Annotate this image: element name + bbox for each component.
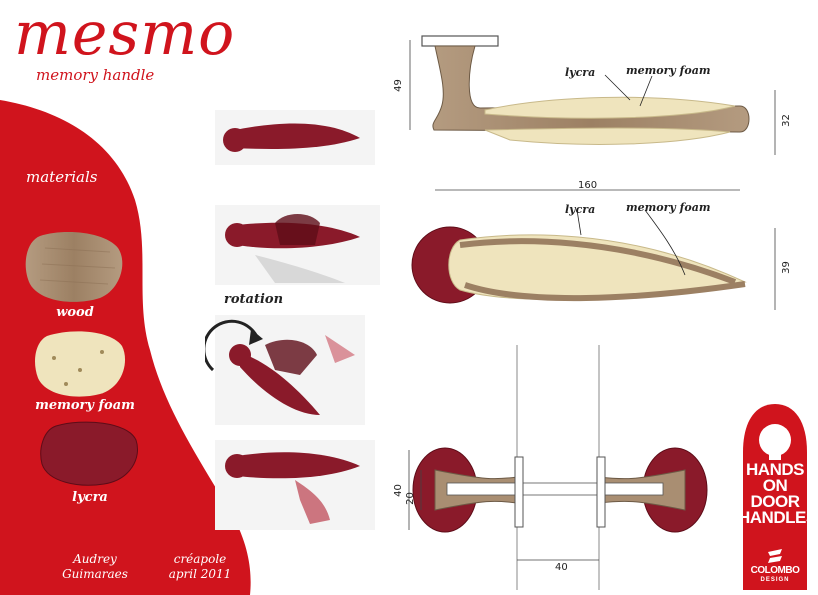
colombo-logo-icon <box>768 549 782 563</box>
dim-width: 39 <box>780 261 792 274</box>
brand-title: mesmo <box>14 0 236 69</box>
sign-text: HANDS ON DOOR HANDLES <box>738 460 817 527</box>
sign-line-3: DOOR <box>750 492 801 511</box>
school-credit: créapole april 2011 <box>155 552 245 582</box>
author-credit: Audrey Guimaraes <box>55 552 135 582</box>
top-foam-annotation: memory foam <box>626 201 711 214</box>
lycra-label: lycra <box>72 490 108 505</box>
section-view-drawing <box>408 345 708 590</box>
top-view-drawing <box>411 210 776 310</box>
handle-photo-2 <box>215 205 380 285</box>
sign-line-2: ON <box>762 476 788 495</box>
top-lycra-annotation: lycra <box>565 203 596 216</box>
lycra-swatch <box>40 421 138 486</box>
colombo-brand: COLOMBO <box>750 565 800 576</box>
side-view-drawing <box>409 35 776 191</box>
memory-foam-swatch <box>35 331 126 397</box>
memory-foam-label: memory foam <box>35 398 135 413</box>
dim-height: 49 <box>392 79 404 92</box>
dim-length: 160 <box>578 180 598 191</box>
dim-inner: 20 <box>404 492 416 505</box>
author-last-name: Guimaraes <box>62 567 128 581</box>
author-first-name: Audrey <box>73 552 117 566</box>
wood-label: wood <box>56 305 94 320</box>
handle-photo-3 <box>205 315 365 425</box>
dim-grip: 32 <box>780 114 792 127</box>
side-foam-annotation: memory foam <box>626 64 711 77</box>
dim-outer: 40 <box>392 484 404 497</box>
brand-subtitle: memory handle <box>36 66 155 84</box>
door-hanger-logo <box>743 404 807 590</box>
handle-photo-1 <box>215 110 375 165</box>
materials-heading: materials <box>26 168 98 186</box>
side-lycra-annotation: lycra <box>565 66 596 79</box>
wood-swatch <box>25 232 123 302</box>
rotation-label: rotation <box>224 292 284 307</box>
handle-photo-4 <box>215 440 375 530</box>
sign-line-4: HANDLES <box>738 508 817 527</box>
sign-line-1: HANDS <box>746 460 804 479</box>
school-name: créapole <box>173 552 227 566</box>
date-text: april 2011 <box>168 567 232 581</box>
dim-door: 40 <box>555 562 568 573</box>
colombo-brand-sub: DESIGN <box>760 577 790 583</box>
